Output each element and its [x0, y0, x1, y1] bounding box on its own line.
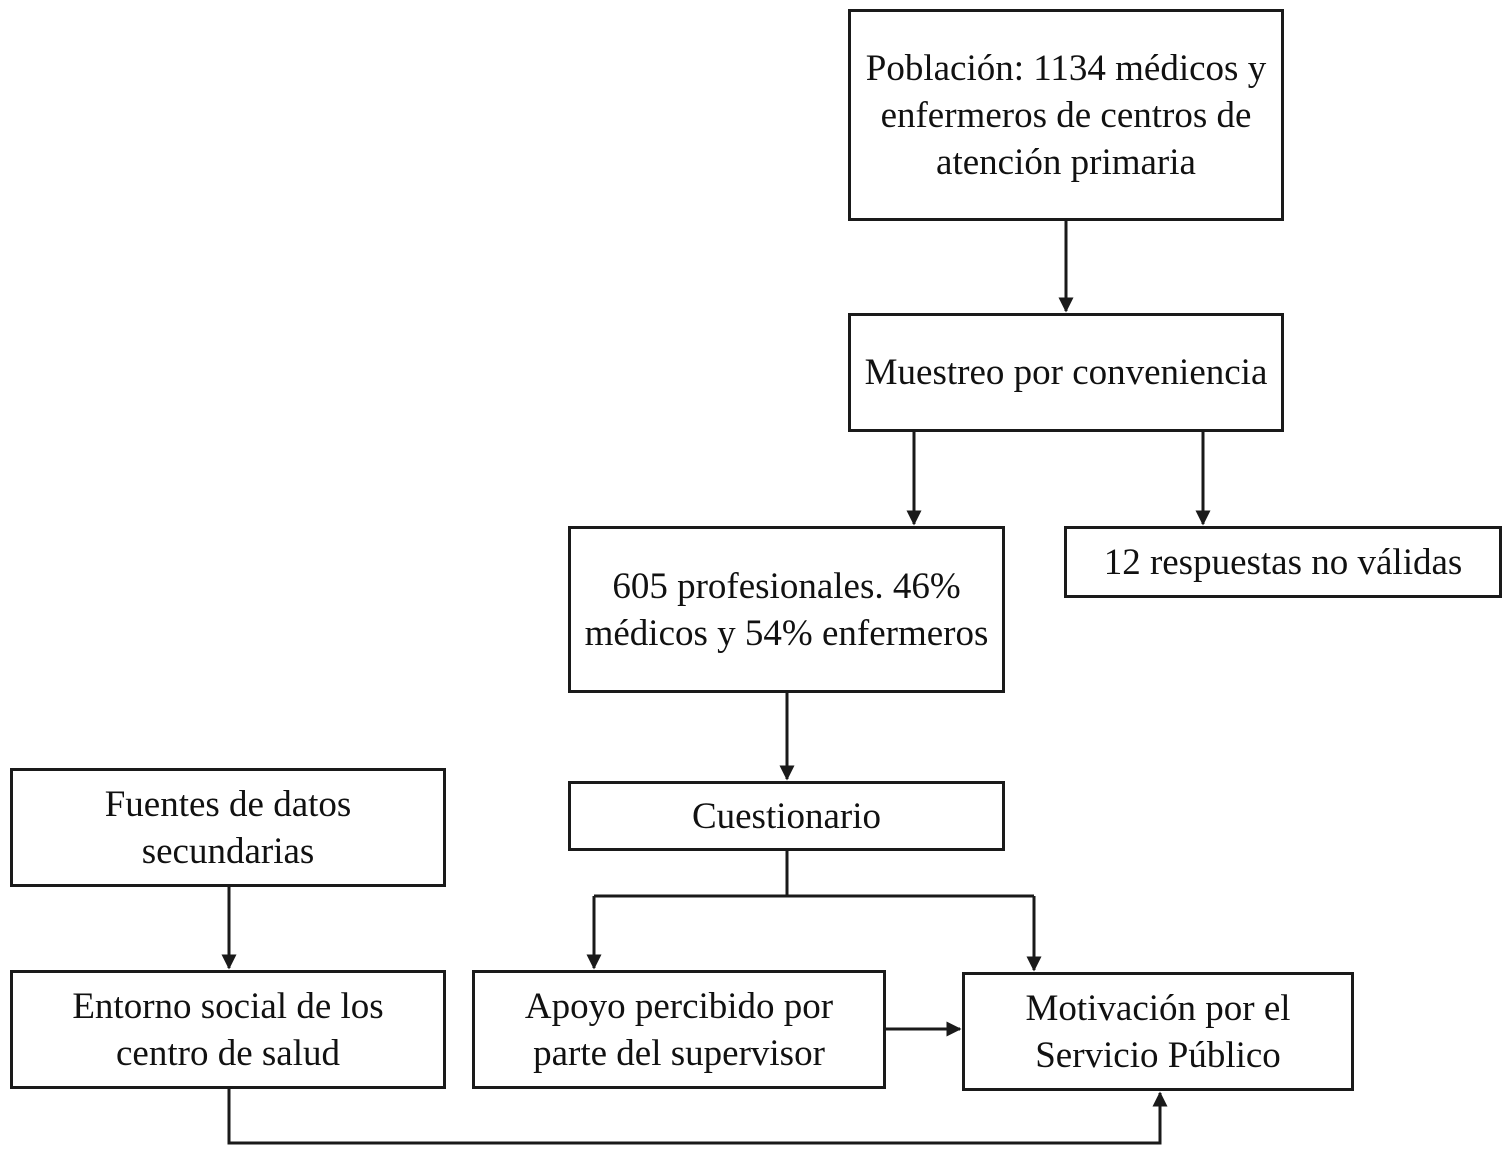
- node-profesionales: 605 profesionales. 46% médicos y 54% enf…: [568, 526, 1005, 693]
- node-respuestas-invalidas-label: 12 respuestas no válidas: [1103, 541, 1463, 583]
- node-poblacion-label: Población: 1134 médicos y enfermeros de …: [865, 47, 1267, 183]
- node-cuestionario: Cuestionario: [568, 781, 1005, 851]
- node-apoyo-supervisor-label: Apoyo percibido por parte del supervisor: [524, 985, 834, 1074]
- node-muestreo-label: Muestreo por conveniencia: [864, 352, 1268, 393]
- node-motivacion-servicio-publico-label: Motivación por el Servicio Público: [1025, 987, 1291, 1076]
- node-profesionales-label: 605 profesionales. 46% médicos y 54% enf…: [584, 565, 989, 654]
- node-motivacion-servicio-publico: Motivación por el Servicio Público: [962, 972, 1354, 1091]
- node-entorno-social: Entorno social de los centro de salud: [10, 970, 446, 1089]
- node-respuestas-invalidas: 12 respuestas no válidas: [1064, 526, 1502, 598]
- node-entorno-social-label: Entorno social de los centro de salud: [72, 985, 384, 1074]
- node-fuentes-datos: Fuentes de datos secundarias: [10, 768, 446, 887]
- node-muestreo: Muestreo por conveniencia: [848, 313, 1284, 432]
- node-fuentes-datos-label: Fuentes de datos secundarias: [104, 783, 352, 872]
- arrow-entorno-to-motivacion: [227, 1089, 1168, 1145]
- node-cuestionario-label: Cuestionario: [691, 795, 882, 837]
- node-apoyo-supervisor: Apoyo percibido por parte del supervisor: [472, 970, 886, 1089]
- node-poblacion: Población: 1134 médicos y enfermeros de …: [848, 9, 1284, 221]
